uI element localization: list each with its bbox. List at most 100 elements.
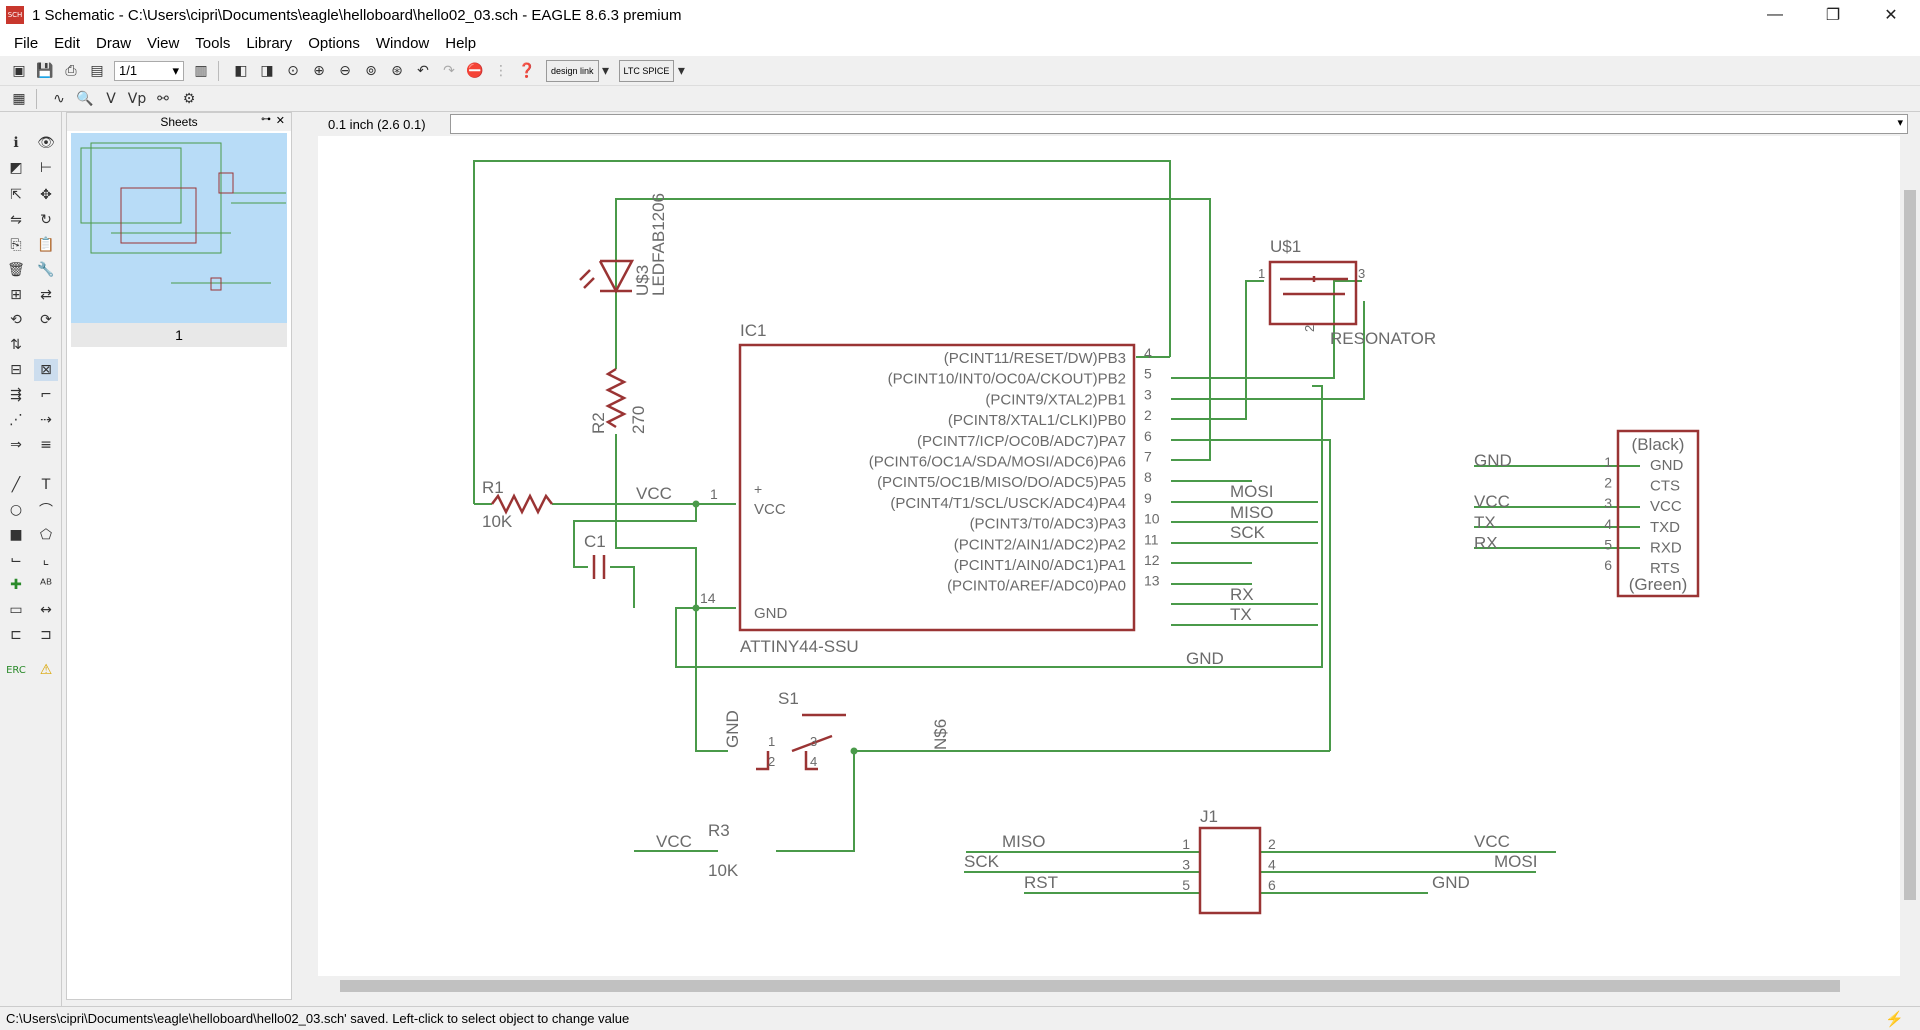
line-icon[interactable]: ╱ bbox=[11, 477, 21, 493]
search-icon[interactable]: 🔍 bbox=[76, 90, 94, 107]
value-icon[interactable]: V bbox=[106, 90, 116, 107]
cam-icon[interactable]: ▤ bbox=[90, 62, 104, 79]
mirror-icon[interactable]: ⇋ bbox=[10, 212, 22, 228]
link-icon[interactable]: ⚯ bbox=[157, 90, 169, 107]
sheet-select[interactable]: 1/1▾ bbox=[114, 60, 184, 81]
s1-pin-number: 3 bbox=[810, 734, 817, 749]
zoom-fit-icon[interactable]: ⊙ bbox=[287, 62, 299, 79]
warning-icon[interactable]: ⚠ bbox=[39, 662, 53, 678]
attribute-icon[interactable]: ≡ bbox=[40, 437, 52, 453]
net-icon[interactable]: ∿ bbox=[53, 90, 65, 107]
zoom-select-icon[interactable]: ⊛ bbox=[391, 62, 403, 79]
minimize-button[interactable]: — bbox=[1767, 6, 1783, 23]
copy-icon[interactable]: ⎘ bbox=[10, 237, 22, 253]
wires bbox=[473, 160, 1640, 894]
label-icon[interactable]: ᴬᴮ bbox=[39, 577, 53, 593]
save-icon[interactable]: 💾 bbox=[36, 62, 54, 79]
chevron-down-icon[interactable]: ▾ bbox=[602, 62, 610, 79]
sheet-thumbnail[interactable] bbox=[71, 133, 287, 323]
schematic-drawing[interactable]: IC1ATTINY44-SSUVCCGND114+(PCINT11/RESET/… bbox=[318, 136, 1900, 976]
info-icon[interactable]: ℹ bbox=[13, 135, 19, 151]
swap-icon[interactable]: ⟲ bbox=[10, 312, 22, 328]
menu-tools[interactable]: Tools bbox=[195, 34, 231, 52]
gear-icon[interactable]: ⚙ bbox=[182, 90, 196, 107]
invoke-icon[interactable]: ⟳ bbox=[40, 312, 52, 328]
horizontal-scrollbar[interactable] bbox=[318, 976, 1900, 996]
stop-icon[interactable]: ⛔ bbox=[466, 62, 484, 79]
module-icon[interactable]: ⊏ bbox=[10, 627, 22, 643]
chevron-down-icon[interactable]: ▾ bbox=[1897, 117, 1903, 129]
dimension-icon[interactable]: ↔ bbox=[40, 602, 52, 618]
zoom-redraw-icon[interactable]: ⊚ bbox=[365, 62, 377, 79]
rect-icon[interactable]: ■ bbox=[9, 527, 23, 543]
paste-icon[interactable]: 📋 bbox=[37, 237, 55, 253]
name-icon[interactable]: ⊟ bbox=[10, 362, 22, 378]
menu-draw[interactable]: Draw bbox=[96, 34, 132, 52]
miter-icon[interactable]: ⌐ bbox=[40, 387, 52, 403]
pin-icon[interactable]: ⊶ bbox=[261, 114, 271, 125]
chevron-down-icon[interactable]: ▾ bbox=[677, 62, 685, 79]
sch-icon[interactable]: ◧ bbox=[234, 62, 248, 79]
maximize-button[interactable]: ❐ bbox=[1825, 7, 1841, 24]
grid-icon[interactable]: ▦ bbox=[12, 90, 26, 107]
open-icon[interactable]: ▣ bbox=[12, 62, 26, 79]
sheet-number[interactable]: 1 bbox=[71, 323, 287, 347]
menu-window[interactable]: Window bbox=[375, 34, 430, 52]
go-icon[interactable]: ⚡ bbox=[1885, 1011, 1904, 1028]
zoom-out-icon[interactable]: ⊖ bbox=[339, 62, 351, 79]
bus-icon[interactable]: ⇒ bbox=[10, 437, 22, 453]
rotate-icon[interactable]: ↻ bbox=[40, 212, 52, 228]
arc-icon[interactable]: ⌒ bbox=[39, 503, 53, 519]
circle-icon[interactable]: ○ bbox=[9, 502, 23, 518]
optimize-icon[interactable]: ⇢ bbox=[40, 412, 52, 428]
menu-library[interactable]: Library bbox=[246, 34, 293, 52]
text-icon[interactable]: T bbox=[41, 477, 51, 493]
undo-icon[interactable]: ↶ bbox=[417, 62, 429, 79]
ltc-spice-button[interactable]: LTC SPICE bbox=[618, 59, 675, 82]
help-icon[interactable]: ❓ bbox=[518, 62, 536, 79]
port-icon[interactable]: ⊐ bbox=[40, 627, 52, 643]
title-bar: SCH 1 Schematic - C:\Users\cipri\Documen… bbox=[0, 0, 1920, 30]
erc-icon[interactable]: ERC bbox=[6, 664, 26, 676]
go-icon[interactable]: ⋮ bbox=[494, 62, 508, 79]
move-cross-icon[interactable]: ✥ bbox=[40, 187, 52, 203]
design-link-button[interactable]: design link bbox=[546, 59, 599, 82]
frame-icon[interactable]: ▭ bbox=[9, 602, 23, 618]
value-tool-icon[interactable]: ⊠ bbox=[34, 359, 58, 381]
add-part-icon[interactable]: ⊞ bbox=[10, 287, 22, 303]
gate-swap-icon[interactable]: ⇅ bbox=[10, 337, 22, 353]
redo-icon[interactable]: ↷ bbox=[443, 62, 455, 79]
menu-options[interactable]: Options bbox=[308, 34, 360, 52]
bus-tool-icon[interactable]: ⌞ bbox=[42, 552, 50, 568]
menu-view[interactable]: View bbox=[147, 34, 180, 52]
close-icon[interactable]: ✕ bbox=[275, 115, 285, 127]
eye-icon[interactable]: 👁 bbox=[37, 135, 55, 151]
polygon-icon[interactable]: ⬠ bbox=[39, 527, 53, 543]
move-icon[interactable]: ⇱ bbox=[10, 187, 22, 203]
replace-icon[interactable]: ⇄ bbox=[40, 287, 52, 303]
command-input[interactable]: ▾ bbox=[450, 114, 1908, 134]
board-icon[interactable]: ▥ bbox=[194, 62, 208, 79]
print-icon[interactable]: ⎙ bbox=[65, 62, 77, 79]
layer-icon[interactable]: ◩ bbox=[9, 160, 23, 176]
close-button[interactable]: ✕ bbox=[1884, 7, 1898, 24]
vertical-scroll-thumb[interactable] bbox=[1904, 190, 1916, 900]
wrench-icon[interactable]: 🔧 bbox=[37, 262, 55, 278]
split-icon[interactable]: ⋰ bbox=[9, 412, 23, 428]
gnd-net-label: GND bbox=[1186, 649, 1224, 668]
ulp-icon[interactable]: ◨ bbox=[260, 62, 274, 79]
net-tool-icon[interactable]: ⌙ bbox=[10, 552, 22, 568]
horizontal-scroll-thumb[interactable] bbox=[340, 980, 1840, 992]
menu-help[interactable]: Help bbox=[445, 34, 477, 52]
menu-file[interactable]: File bbox=[14, 34, 39, 52]
schematic-generated: IC1ATTINY44-SSUVCCGND114+(PCINT11/RESET/… bbox=[482, 193, 1687, 893]
smash-icon[interactable]: ⇶ bbox=[10, 387, 22, 403]
delete-icon[interactable]: 🗑 bbox=[7, 262, 25, 278]
zoom-in-icon[interactable]: ⊕ bbox=[313, 62, 325, 79]
vertical-scrollbar[interactable] bbox=[1900, 136, 1920, 976]
menu-edit[interactable]: Edit bbox=[54, 34, 81, 52]
vp-icon[interactable]: Vp bbox=[127, 90, 147, 107]
junction-icon[interactable]: ✚ bbox=[10, 577, 22, 593]
mark-icon[interactable]: ⊢ bbox=[39, 160, 53, 176]
